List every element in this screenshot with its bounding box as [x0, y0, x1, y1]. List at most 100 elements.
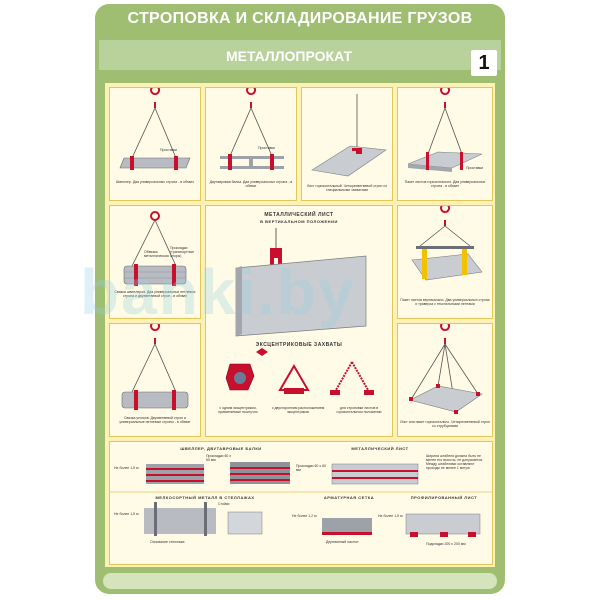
chain-sling [335, 361, 369, 391]
panel-channel-slinging: Проставки Швеллер. Два универсальных стр… [109, 87, 201, 201]
poster-frame: СТРОПОВКА И СКЛАДИРОВАНИЕ ГРУЗОВ МЕТАЛЛО… [95, 4, 505, 594]
rack-height: Не более 1,5 м [114, 512, 139, 516]
horizontal-sheet [409, 385, 483, 413]
beams-height: Не более 1,5 м [114, 466, 139, 470]
rack-post [204, 502, 207, 536]
sheet-clamp [352, 148, 362, 154]
vertical-pack-illustration [411, 206, 483, 281]
vertical-sheet-subtitle: В ВЕРТИКАЛЬНОМ ПОЛОЖЕНИИ [260, 219, 338, 224]
binding-band [172, 264, 176, 286]
binding-band [172, 390, 176, 410]
sling-line [131, 343, 156, 393]
sheet-clamps-horizontal-illustration [409, 324, 483, 414]
ibeam-slinging-illustration [220, 88, 284, 170]
horizontal-clamp [364, 390, 374, 395]
sling-line [131, 219, 156, 267]
support-block [440, 532, 448, 537]
vertical-clamp [270, 248, 282, 266]
sheet-storage-note: Ширина штабеля должна быть не менее его … [426, 454, 484, 470]
panel-angle-bundle: Связка уголков. Двухветвевой строп и уни… [109, 323, 201, 437]
hook-icon [246, 88, 257, 108]
spacer-block [460, 152, 463, 170]
vertical-sheet-illustration [235, 228, 367, 356]
panel-sheet-clamps-horizontal: Лист или пакет горизонтально. Четырехвет… [397, 323, 493, 437]
hook-icon [150, 88, 161, 108]
stack-spacer [146, 468, 204, 470]
ring-icon [150, 211, 160, 221]
spacer-label: Проставки [160, 148, 178, 152]
ibeam-web [249, 159, 253, 166]
subtitle-band: МЕТАЛЛОПРОКАТ [99, 40, 501, 70]
clamp-small [256, 348, 268, 356]
angle-bundle-illustration [121, 324, 189, 410]
panel-sheet-clamp: Лист горизонтальный. Четырехветвевой стр… [301, 87, 393, 201]
spacer-label: Проставки [466, 166, 484, 170]
stack-spacer [230, 467, 290, 469]
clamp1-caption: с одним эксцентриком, применяемые поштуч… [218, 406, 258, 414]
stack-spacer [146, 474, 204, 476]
sling-line [444, 343, 479, 395]
eccentric-clamps-illustration [225, 361, 374, 395]
poster-title: СТРОПОВКА И СКЛАДИРОВАНИЕ ГРУЗОВ [127, 10, 473, 27]
panel-caption: Лист или пакет горизонтально. Четырехвет… [400, 420, 490, 428]
panel-caption: Пакет листов вертикально. Два универсаль… [400, 298, 490, 306]
vertical-sheet-title: МЕТАЛЛИЧЕСКИЙ ЛИСТ [264, 212, 334, 218]
panel-vertical-pack: Пакет листов вертикально. Два универсаль… [397, 205, 493, 319]
profile-height: Не более 1,5 м [378, 514, 403, 518]
spacer-block [174, 156, 178, 170]
sheet-clamp-illustration [311, 94, 387, 177]
sheet-clamp [436, 384, 440, 388]
mesh-stack [322, 518, 372, 534]
channel-bundle [123, 265, 187, 285]
textile-strap [422, 249, 427, 279]
sling-line [229, 107, 252, 157]
textile-strap [462, 249, 467, 275]
spacer-block [426, 152, 429, 170]
binding-label: Обвязка металлическая [144, 250, 169, 258]
profile-title: ПРОФИЛИРОВАННЫЙ ЛИСТ [410, 495, 478, 500]
double-eccentric-clamp [278, 364, 310, 391]
sling-line [419, 225, 446, 247]
stack-spacer [146, 480, 204, 482]
spacer-label: Проставки [258, 146, 276, 150]
sheet-bundle-illustration [407, 88, 483, 172]
stack-spacer [332, 477, 418, 479]
angle-bundle [121, 391, 189, 409]
footer-band [103, 573, 497, 589]
rack-end-view [227, 511, 263, 535]
beams-title: ШВЕЛЛЕР, ДВУТАВРОВЫЕ БАЛКИ [180, 446, 262, 451]
spacer-block [270, 154, 274, 170]
sling-line [250, 107, 273, 157]
panel-caption: Связка уголков. Двухветвевой строп и уни… [119, 416, 191, 424]
sling-line [444, 225, 471, 247]
binding-band [134, 264, 138, 286]
sling-line [437, 343, 446, 387]
ibeam-flange [220, 156, 284, 159]
channel-slinging-illustration [119, 88, 191, 170]
clamp3-caption: для строповки листов в горизонтальном по… [336, 406, 382, 414]
profile-spacer: Подкладки 200 х 200 мм [426, 542, 466, 546]
sheet-storage-title: МЕТАЛЛИЧЕСКИЙ ЛИСТ [351, 446, 409, 451]
panel-caption: Двутавровая балка. Два универсальных стр… [209, 180, 293, 188]
sheet-clamp [476, 392, 480, 396]
panel-sheet-bundle: Проставки Пакет листов горизонтально. Дв… [397, 87, 493, 201]
sling-line [154, 343, 177, 393]
sheet-number: 1 [471, 50, 497, 76]
clamp2-caption: с двусторонним расположением эксцентрико… [271, 406, 325, 414]
spreader-beam [416, 246, 474, 249]
rack-base: Основание стеллажа [150, 540, 185, 544]
mesh-height: Не более 1,2 м [292, 514, 317, 518]
support-block [468, 532, 476, 537]
metal-sheet [311, 145, 387, 177]
profile-stack [405, 513, 481, 535]
rack-title: МЕЛКОСОРТНЫЙ МЕТАЛЛ В СТЕЛЛАЖАХ [155, 495, 255, 500]
binding-band [134, 390, 138, 410]
horizontal-clamp [330, 390, 340, 395]
content-board: Проставки Швеллер. Два универсальных стр… [105, 83, 495, 567]
sheet-pack-side [408, 164, 452, 172]
sling-line [154, 107, 177, 159]
sheet-storage-spacer: Прокладки 60 х 60 мм [296, 464, 326, 472]
watermark: banki.by [80, 256, 356, 328]
panel-caption: Швеллер. Два универсальных стропа - в об… [116, 180, 194, 184]
stack-spacer [230, 479, 290, 481]
